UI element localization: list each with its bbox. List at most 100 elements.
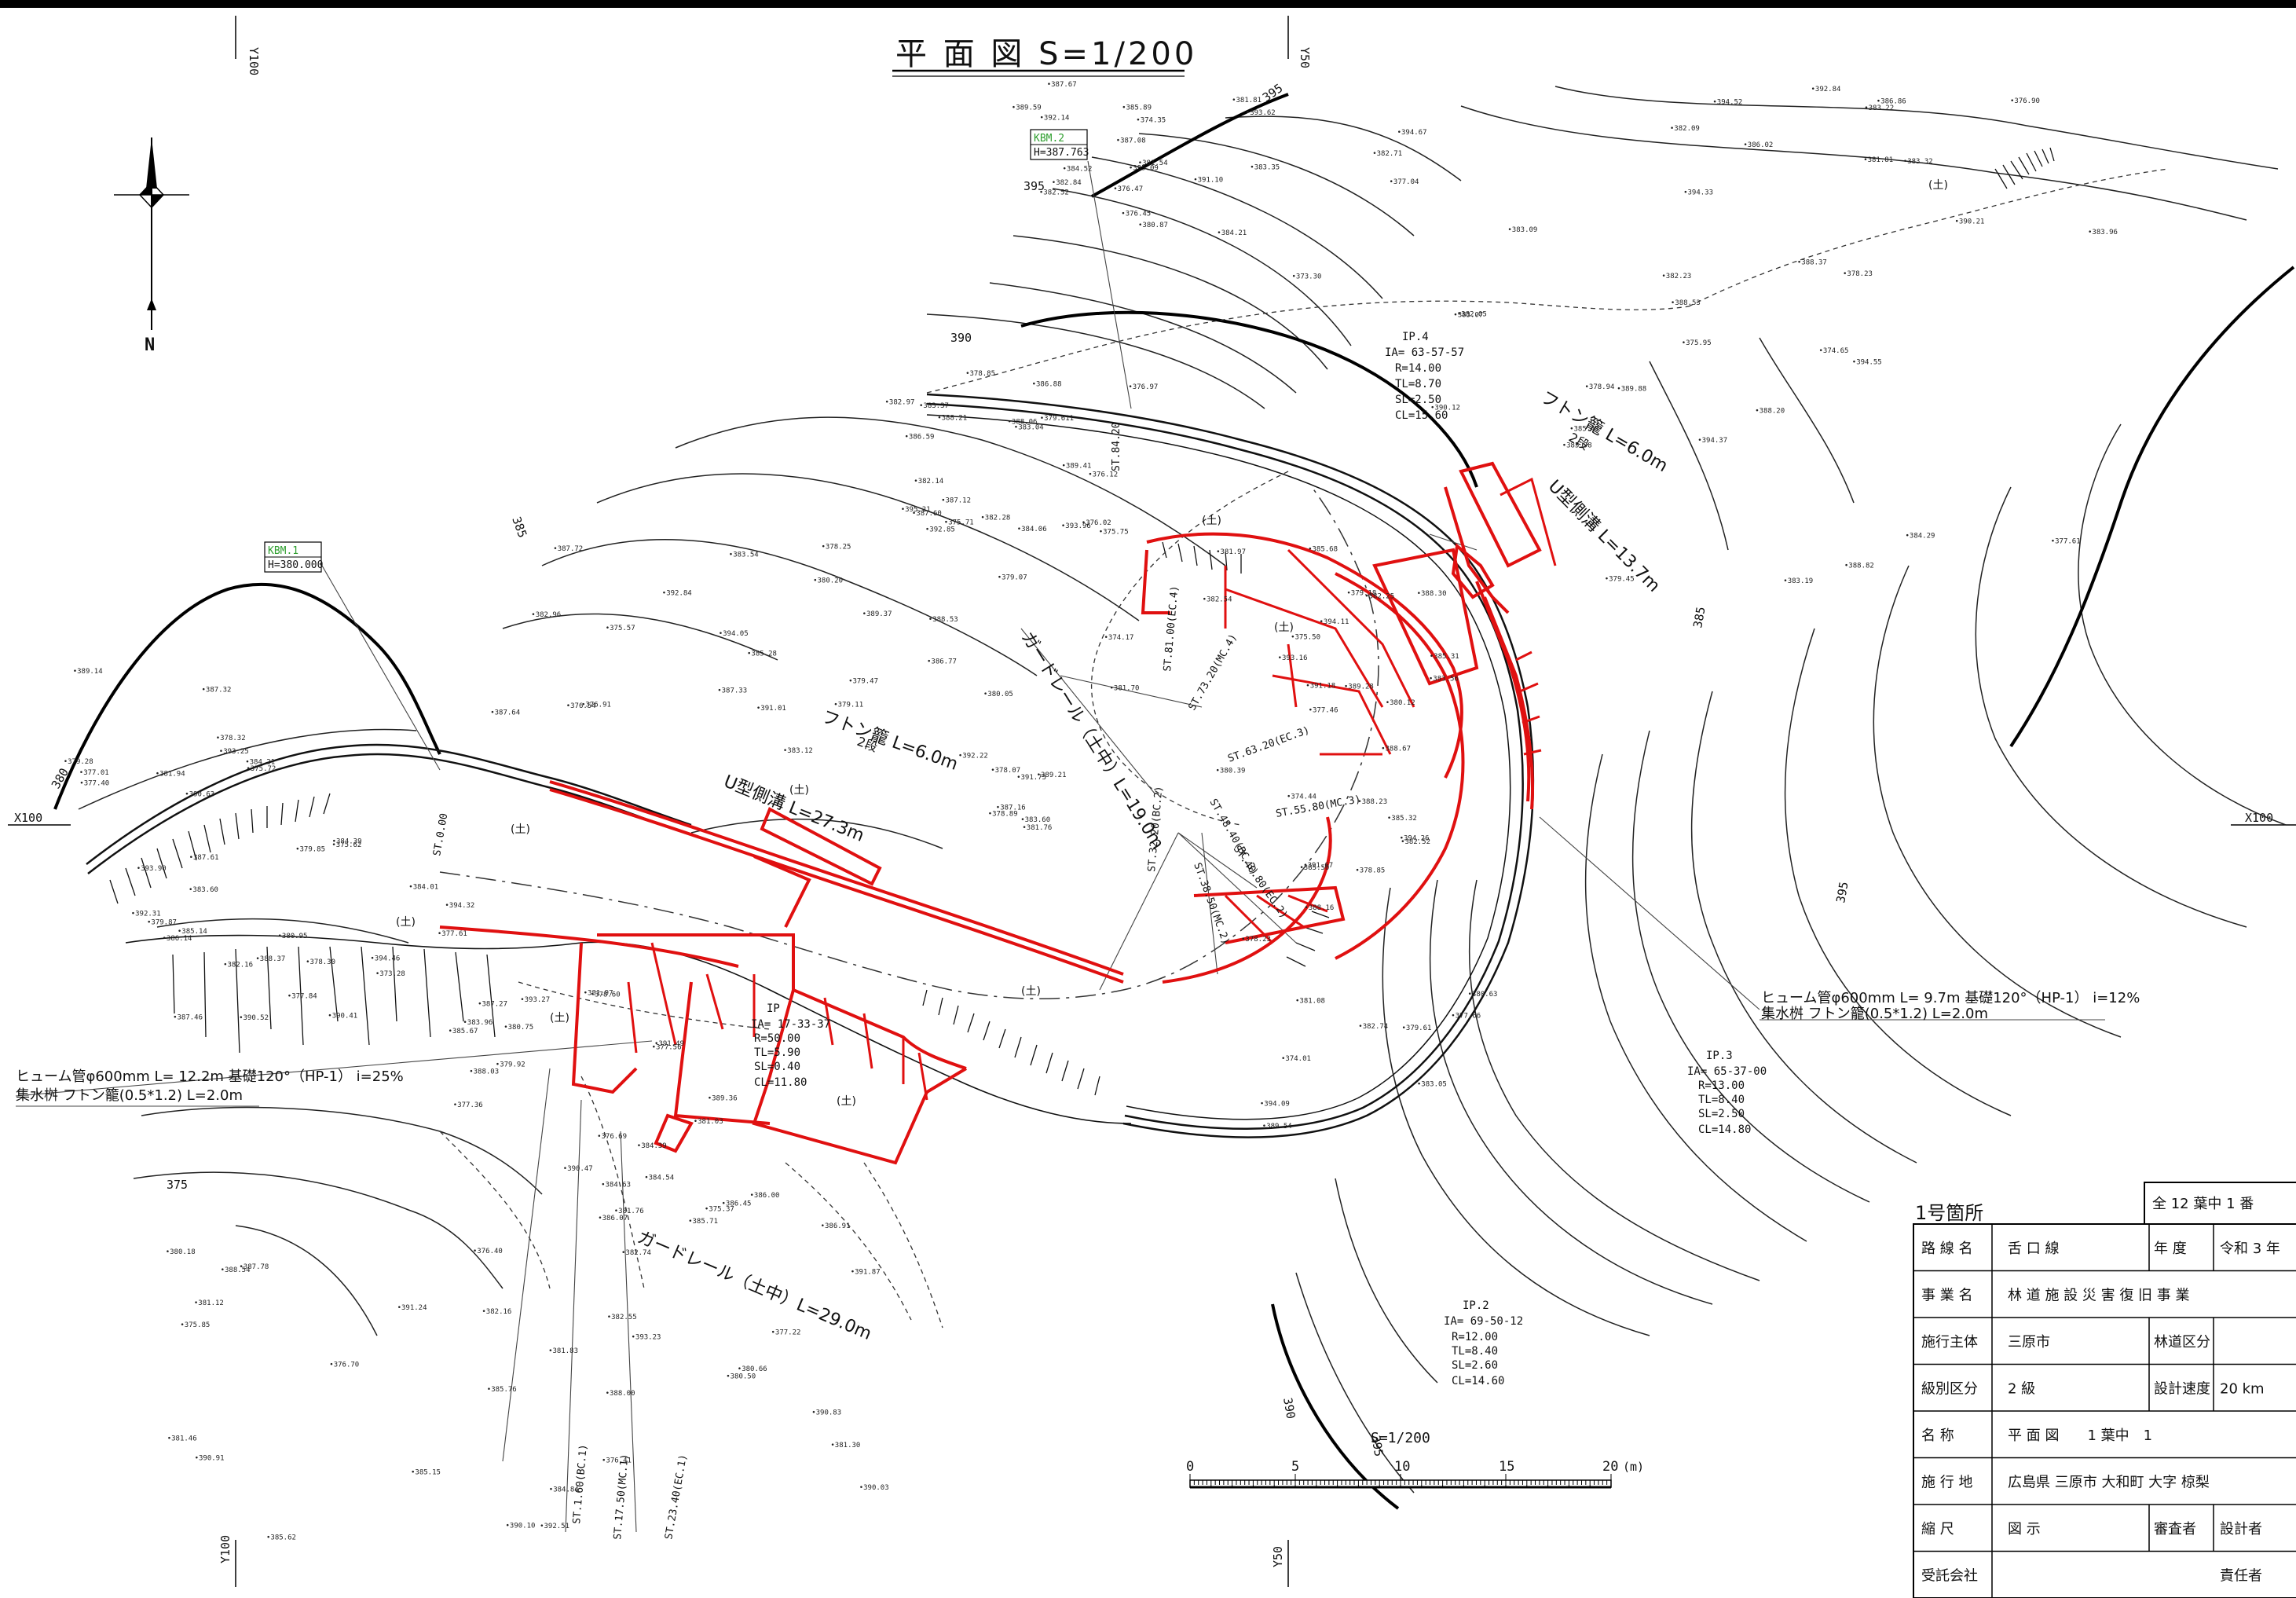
spot-height: •388.82 [1844,563,1874,570]
grid-label-y100-top: Y100 [247,47,261,75]
spot-height: •381.83 [548,1347,578,1355]
spot-height: •386.88 [1032,381,1062,389]
ip3-line: IP.3 [1706,1050,1733,1062]
spot-height: •378.07 [991,767,1020,775]
ip2-block: IP.2 IA= 69-50-12 R=12.00 TL=8.40 SL=2.6… [1444,1299,1523,1387]
spot-height: •381.03 [694,1118,723,1126]
soil-mark: (土) [1928,179,1948,192]
leader-lines [15,160,2105,1533]
spot-height: •381.94 [156,771,185,779]
benchmark-kbm2: KBM.2 H=387.763 [1030,129,1089,160]
spot-height: •393.27 [520,996,550,1004]
spot-height: •394.09 [1260,1101,1290,1109]
ip2-line: IP.2 [1463,1299,1489,1312]
ip-line: CL=11.80 [754,1076,807,1089]
station-label: ST.23.40(EC.1) [663,1453,690,1541]
pipe-right-label: ヒューム管φ600mm L= 9.7m 基礎120°（HP-1） i=12% [1761,990,2140,1006]
ip3-line: TL=8.40 [1698,1094,1745,1106]
spot-height: •376.90 [2010,97,2040,105]
spot-height: •384.84 [549,1486,579,1494]
spot-height: •382.16 [482,1308,511,1316]
spot-height: •394.46 [370,955,400,963]
grid-ticks [8,16,2296,1587]
grid-label-y100-bottom: Y100 [218,1535,233,1563]
title-block-key: 級別区分 [1921,1380,1978,1397]
spot-height: •388.16 [1304,904,1334,912]
spot-height: •387.12 [941,497,971,504]
spot-height: •383.32 [1903,158,1933,166]
title-block-value-2: 設計者 [2220,1521,2262,1538]
spot-height: •373.28 [375,970,405,978]
spot-height: •385.98 [1562,442,1592,450]
spot-height: •390.21 [1955,218,1985,225]
sheet-count: 全 12 葉中 1 番 [2152,1196,2254,1212]
spot-height: •375.62 [331,841,361,849]
spot-height: •390.91 [195,1455,225,1463]
road-edges [86,393,1535,1138]
spot-height: •383.19 [1783,577,1813,585]
spot-height: •395.21 [901,506,931,514]
contour-label: 395 [1368,1435,1386,1458]
spot-height: •391.67 [1303,862,1333,870]
grid-label-y50-bottom: Y50 [1271,1546,1285,1567]
spot-height: •389.28 [1344,683,1374,691]
spot-height: •393.23 [632,1333,661,1341]
spot-height: •382.54 [1203,596,1232,603]
grid-label-x100-left: X100 [14,811,42,825]
pipe-left-label: ヒューム管φ600mm L= 12.2m 基礎120°（HP-1） i=25% [16,1068,404,1085]
spot-height: •389.88 [1617,385,1646,393]
spot-height: •385.32 [1387,815,1417,823]
spot-height: •387.60 [912,510,942,518]
spot-height: •378.85 [1355,867,1385,874]
spot-height: •376.54 [566,702,596,710]
spot-height: •390.52 [239,1014,269,1022]
spot-height: •380.87 [1138,222,1168,229]
soil-mark: (土) [1274,621,1294,634]
spot-height: •389.54 [1262,1123,1292,1131]
spot-height: •379.28 [64,758,93,766]
ip3-line: SL=2.50 [1698,1108,1745,1120]
kbm1-height: H=380.000 [268,559,323,571]
spot-height: •382.74 [1358,1023,1388,1031]
ip-line: SL=0.40 [754,1061,800,1073]
spot-height: •378.32 [216,735,246,742]
spot-height: •378.94 [1585,383,1615,391]
spot-height: •383.56 [1429,675,1459,683]
spot-height: •382.74 [621,1249,651,1257]
spot-height: •384.54 [644,1174,674,1182]
spot-height: •383.05 [1417,1080,1447,1088]
ip4-line: IP.4 [1402,331,1429,343]
title-block-key: 施行主体 [1921,1334,1978,1351]
spot-height: •376.40 [473,1248,503,1255]
spot-height: •382.96 [531,611,561,619]
scale-tick-label: 15 [1499,1459,1514,1475]
spot-height: •380.50 [726,1373,756,1381]
spot-height: •386.86 [1877,98,1906,106]
ip4-line: CL=15.60 [1395,409,1448,422]
spot-height: •380.63 [1468,991,1498,999]
spot-height: •377.61 [438,930,467,938]
spot-heights: •395.09•394.67•394.37•395.21•394.05•393.… [64,81,2118,1541]
spot-height: •384.52 [1063,166,1093,174]
soil-mark: (土) [1021,985,1041,998]
scale-bar-title: S=1/200 [1371,1430,1430,1446]
scale-bar: S=1/200 0 5 10 15 20 (m) [1186,1430,1644,1489]
station-label: ST.38.50(MC.2) [1191,861,1232,946]
station-label: ST.84.20 [1111,422,1122,471]
spot-height: •377.61 [2051,537,2081,545]
spot-height: •389.37 [862,610,892,618]
spot-height: •381.46 [167,1435,197,1442]
title-block-value-2: 責任者 [2220,1567,2262,1584]
spot-height: •387.78 [239,1263,269,1271]
spot-height: •386.59 [905,434,935,442]
futon-label-1: フトン籠 L=6.0m [819,707,961,775]
spot-height: •383.07 [1453,311,1483,319]
spot-height: •375.95 [1682,339,1712,347]
spot-height: •386.91 [821,1222,851,1230]
spot-height: •382.09 [1670,125,1700,133]
spot-height: •388.21 [937,415,967,423]
spot-height: •380.05 [983,691,1013,698]
spot-height: •387.33 [717,687,747,695]
ip-block: IP IA= 17-33-37 R=50.00 TL=5.90 SL=0.40 … [751,1002,830,1089]
spot-height: •383.35 [1250,163,1280,171]
